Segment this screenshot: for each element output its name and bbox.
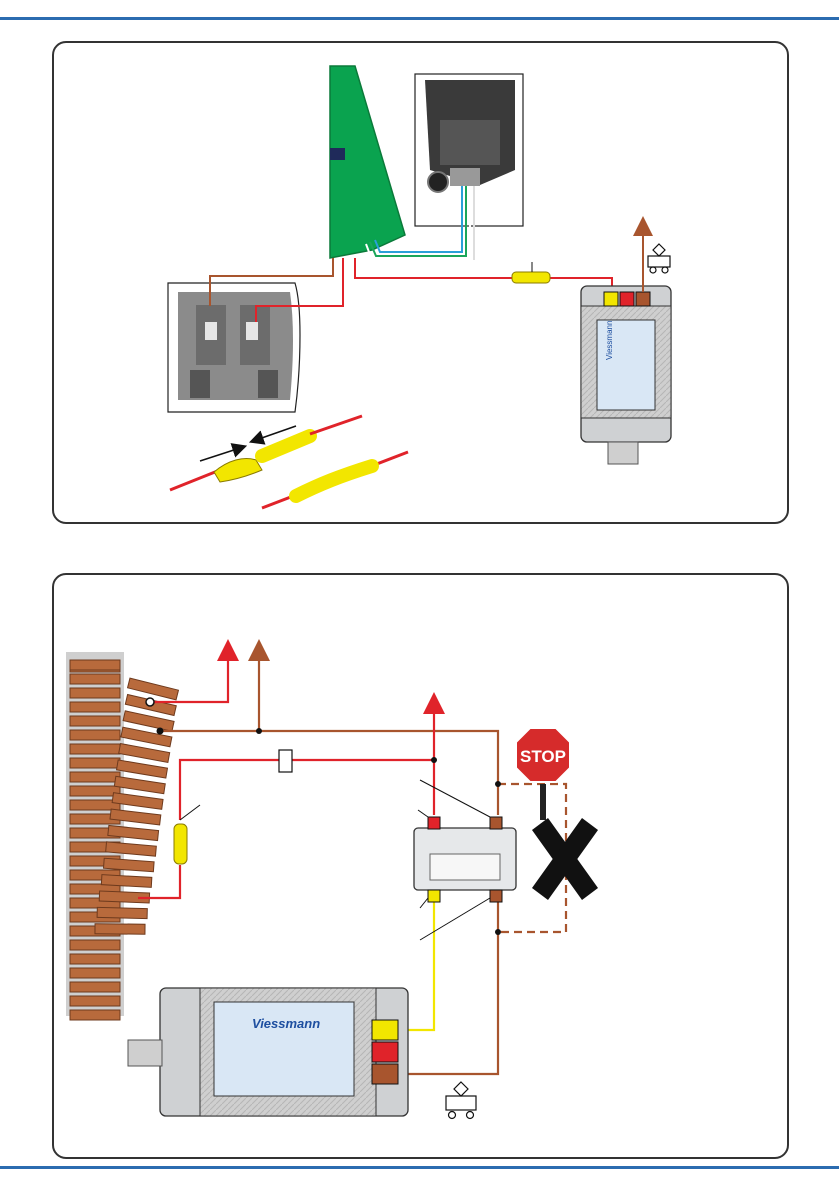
junction-dots (146, 698, 501, 935)
contact-photo (168, 283, 300, 412)
curved-track-tie (95, 924, 145, 934)
curved-track-tie (119, 744, 170, 763)
brand-top: Viessmann (605, 321, 614, 360)
track-tie (70, 1010, 120, 1020)
track-tie (70, 744, 120, 754)
power-supply-top: Viessmann (581, 286, 671, 464)
transformer-symbol-top (648, 244, 670, 273)
track-tie (70, 996, 120, 1006)
inline-connector-bottom (174, 805, 200, 864)
controller-module (414, 780, 516, 940)
track-tie (70, 954, 120, 964)
track-tie (70, 660, 120, 670)
stop-sign: STOP (516, 728, 570, 820)
curved-track-tie (117, 760, 168, 778)
power-supply-bottom: Viessmann (128, 988, 408, 1116)
turnout-track (66, 652, 178, 1020)
track-tie (70, 674, 120, 684)
track-tie (70, 940, 120, 950)
inline-connector-top (512, 262, 550, 283)
decoder-board (330, 66, 405, 258)
curved-track-tie (97, 907, 147, 918)
curved-track-tie (101, 875, 151, 888)
track-tie (70, 982, 120, 992)
track-tie (70, 772, 120, 782)
crimp-illustration (170, 416, 408, 508)
stop-text: STOP (520, 747, 566, 766)
track-tie (70, 730, 120, 740)
track-tie (70, 758, 120, 768)
brand-bottom: Viessmann (252, 1016, 320, 1031)
track-tie (70, 702, 120, 712)
track-tie (70, 968, 120, 978)
transformer-symbol-bottom (446, 1082, 476, 1119)
insulator (279, 750, 292, 772)
track-tie (70, 716, 120, 726)
track-tie (70, 688, 120, 698)
track-tie (70, 786, 120, 796)
